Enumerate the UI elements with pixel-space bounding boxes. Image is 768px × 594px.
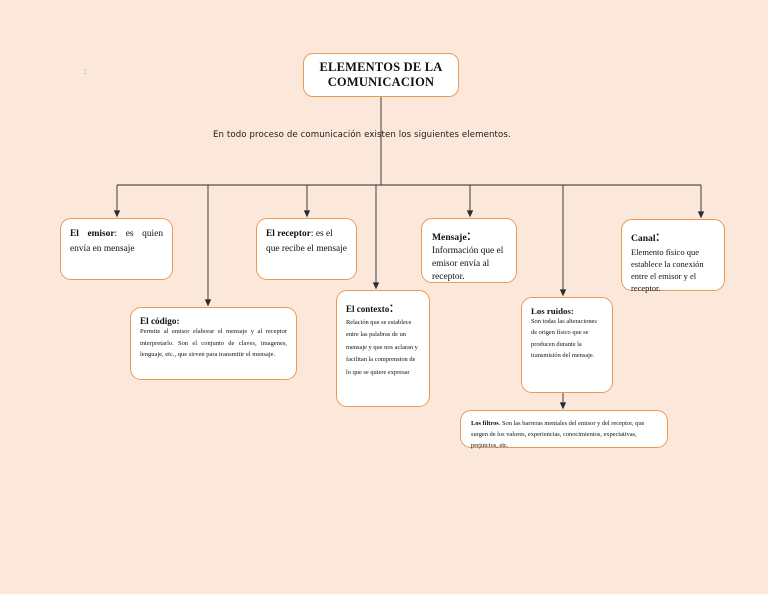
node-canal-sep: : bbox=[655, 228, 660, 245]
node-mensaje-heading: Mensaje: bbox=[432, 227, 507, 245]
node-canal[interactable]: Canal: Elemento físico que establece la … bbox=[621, 219, 725, 293]
lead-text: En todo proceso de comunicación existen … bbox=[213, 130, 511, 140]
root-title-line1: ELEMENTOS DE LA bbox=[319, 60, 443, 74]
node-mensaje-sep: : bbox=[466, 227, 472, 244]
node-el-contexto[interactable]: El contexto: Relación que se establece e… bbox=[336, 290, 430, 407]
node-el-receptor-title: El receptor bbox=[266, 229, 311, 239]
node-el-receptor-text: El receptor: es el que recibe el mensaje bbox=[266, 227, 347, 256]
node-el-codigo-title: El código: bbox=[140, 316, 180, 326]
node-el-emisor-sep: : bbox=[114, 229, 118, 239]
node-el-emisor[interactable]: El emisor: es quien envía en mensaje bbox=[60, 218, 173, 280]
node-el-emisor-body: es quien envía en mensaje bbox=[70, 229, 164, 254]
node-los-ruidos[interactable]: Los ruidos: Son todas las alteraciones d… bbox=[521, 297, 613, 393]
node-mensaje[interactable]: Mensaje: Información que el emisor envía… bbox=[421, 218, 517, 283]
root-title-line2: COMUNICACION bbox=[327, 75, 435, 89]
stray-colon-mark: : bbox=[84, 66, 87, 76]
node-el-receptor[interactable]: El receptor: es el que recibe el mensaje bbox=[256, 218, 357, 280]
node-el-contexto-sep: : bbox=[389, 299, 394, 316]
node-los-ruidos-title: Los ruidos: bbox=[531, 306, 574, 316]
node-el-receptor-sep: : bbox=[310, 229, 314, 239]
node-los-ruidos-body: Son todas las alteraciones de origen fís… bbox=[531, 318, 597, 360]
node-el-contexto-body: Relación que se establece entre las pala… bbox=[346, 319, 418, 376]
node-los-filtros-body: . Son las barreras mentales del emisor y… bbox=[471, 420, 645, 450]
node-el-contexto-heading: El contexto: bbox=[346, 299, 420, 317]
node-el-contexto-title: El contexto bbox=[346, 304, 390, 314]
node-los-filtros-text: Los filtros. Son las barreras mentales d… bbox=[471, 418, 658, 452]
node-mensaje-body: Información que el emisor envía al recep… bbox=[432, 246, 504, 283]
node-canal-title: Canal bbox=[631, 233, 656, 244]
node-los-filtros-title: Los filtros bbox=[471, 420, 499, 427]
node-canal-body: Elemento físico que establece la conexió… bbox=[631, 247, 704, 293]
node-el-codigo-body: Permite al emisor elaborar el mensaje y … bbox=[140, 328, 287, 359]
root-node-elementos-comunicacion[interactable]: ELEMENTOS DE LA COMUNICACION bbox=[303, 53, 459, 97]
root-node-title: ELEMENTOS DE LA COMUNICACION bbox=[320, 60, 443, 90]
node-los-filtros[interactable]: Los filtros. Son las barreras mentales d… bbox=[460, 410, 668, 449]
node-el-codigo[interactable]: El código: Permite al emisor elaborar el… bbox=[130, 307, 297, 380]
node-el-receptor-body: es el que recibe el mensaje bbox=[266, 229, 347, 254]
node-mensaje-title: Mensaje bbox=[432, 232, 467, 243]
node-el-emisor-title: El emisor bbox=[70, 229, 115, 239]
node-canal-heading: Canal: bbox=[631, 228, 715, 246]
node-el-emisor-text: El emisor: es quien envía en mensaje bbox=[70, 227, 163, 256]
